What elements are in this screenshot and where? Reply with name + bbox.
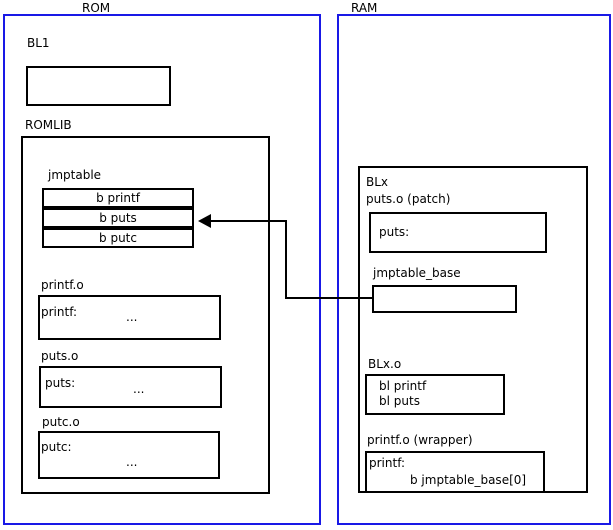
romlib-puts-o-box	[39, 366, 222, 408]
arrow-segment-vertical	[285, 220, 287, 299]
puts-patch-box	[369, 212, 547, 253]
bl1-box	[26, 66, 171, 106]
ram-region-box	[337, 14, 611, 525]
arrow-head-icon	[198, 214, 211, 228]
printf-wrapper-instruction: b jmptable_base[0]	[410, 473, 527, 487]
romlib-puts-o-label: puts.o	[41, 349, 79, 363]
puts-patch-symbol: puts:	[379, 225, 410, 239]
romlib-puts-symbol: puts:	[45, 376, 76, 390]
rom-region-label: ROM	[82, 1, 111, 15]
romlib-printf-o-box	[38, 295, 221, 340]
romlib-printf-symbol: printf:	[41, 305, 78, 319]
romlib-putc-o-label: putc.o	[42, 415, 80, 429]
jmptable-entry-printf: b printf	[42, 188, 194, 208]
printf-wrapper-label: printf.o (wrapper)	[367, 433, 473, 447]
arrow-segment-horizontal-upper	[211, 220, 287, 222]
jmptable-label: jmptable	[48, 168, 102, 182]
romlib-putc-symbol: putc:	[41, 440, 72, 454]
jmptable-base-label: jmptable_base	[373, 266, 461, 280]
romlib-printf-ellipsis: ...	[126, 310, 138, 324]
printf-wrapper-box	[365, 451, 545, 493]
jmptable-entry-puts: b puts	[42, 208, 194, 228]
ram-region-label: RAM	[351, 1, 378, 15]
blx-o-box	[365, 374, 505, 415]
romlib-printf-o-label: printf.o	[41, 278, 84, 292]
rom-region-box	[3, 14, 321, 525]
printf-wrapper-symbol: printf:	[369, 456, 406, 470]
blx-o-label: BLx.o	[368, 357, 402, 371]
puts-patch-label: puts.o (patch)	[366, 192, 451, 206]
romlib-putc-ellipsis: ...	[126, 455, 138, 469]
jmptable-entry-putc: b putc	[42, 228, 194, 248]
romlib-puts-ellipsis: ...	[133, 382, 145, 396]
romlib-putc-o-box	[38, 431, 220, 479]
blx-label: BLx	[366, 175, 389, 189]
jmptable-base-box	[372, 285, 517, 313]
blx-o-line-bl-puts: bl puts	[379, 394, 420, 408]
blx-o-line-bl-printf: bl printf	[379, 379, 427, 393]
romlib-label: ROMLIB	[25, 118, 72, 132]
arrow-segment-horizontal-lower	[285, 297, 373, 299]
bl1-label: BL1	[27, 36, 50, 50]
